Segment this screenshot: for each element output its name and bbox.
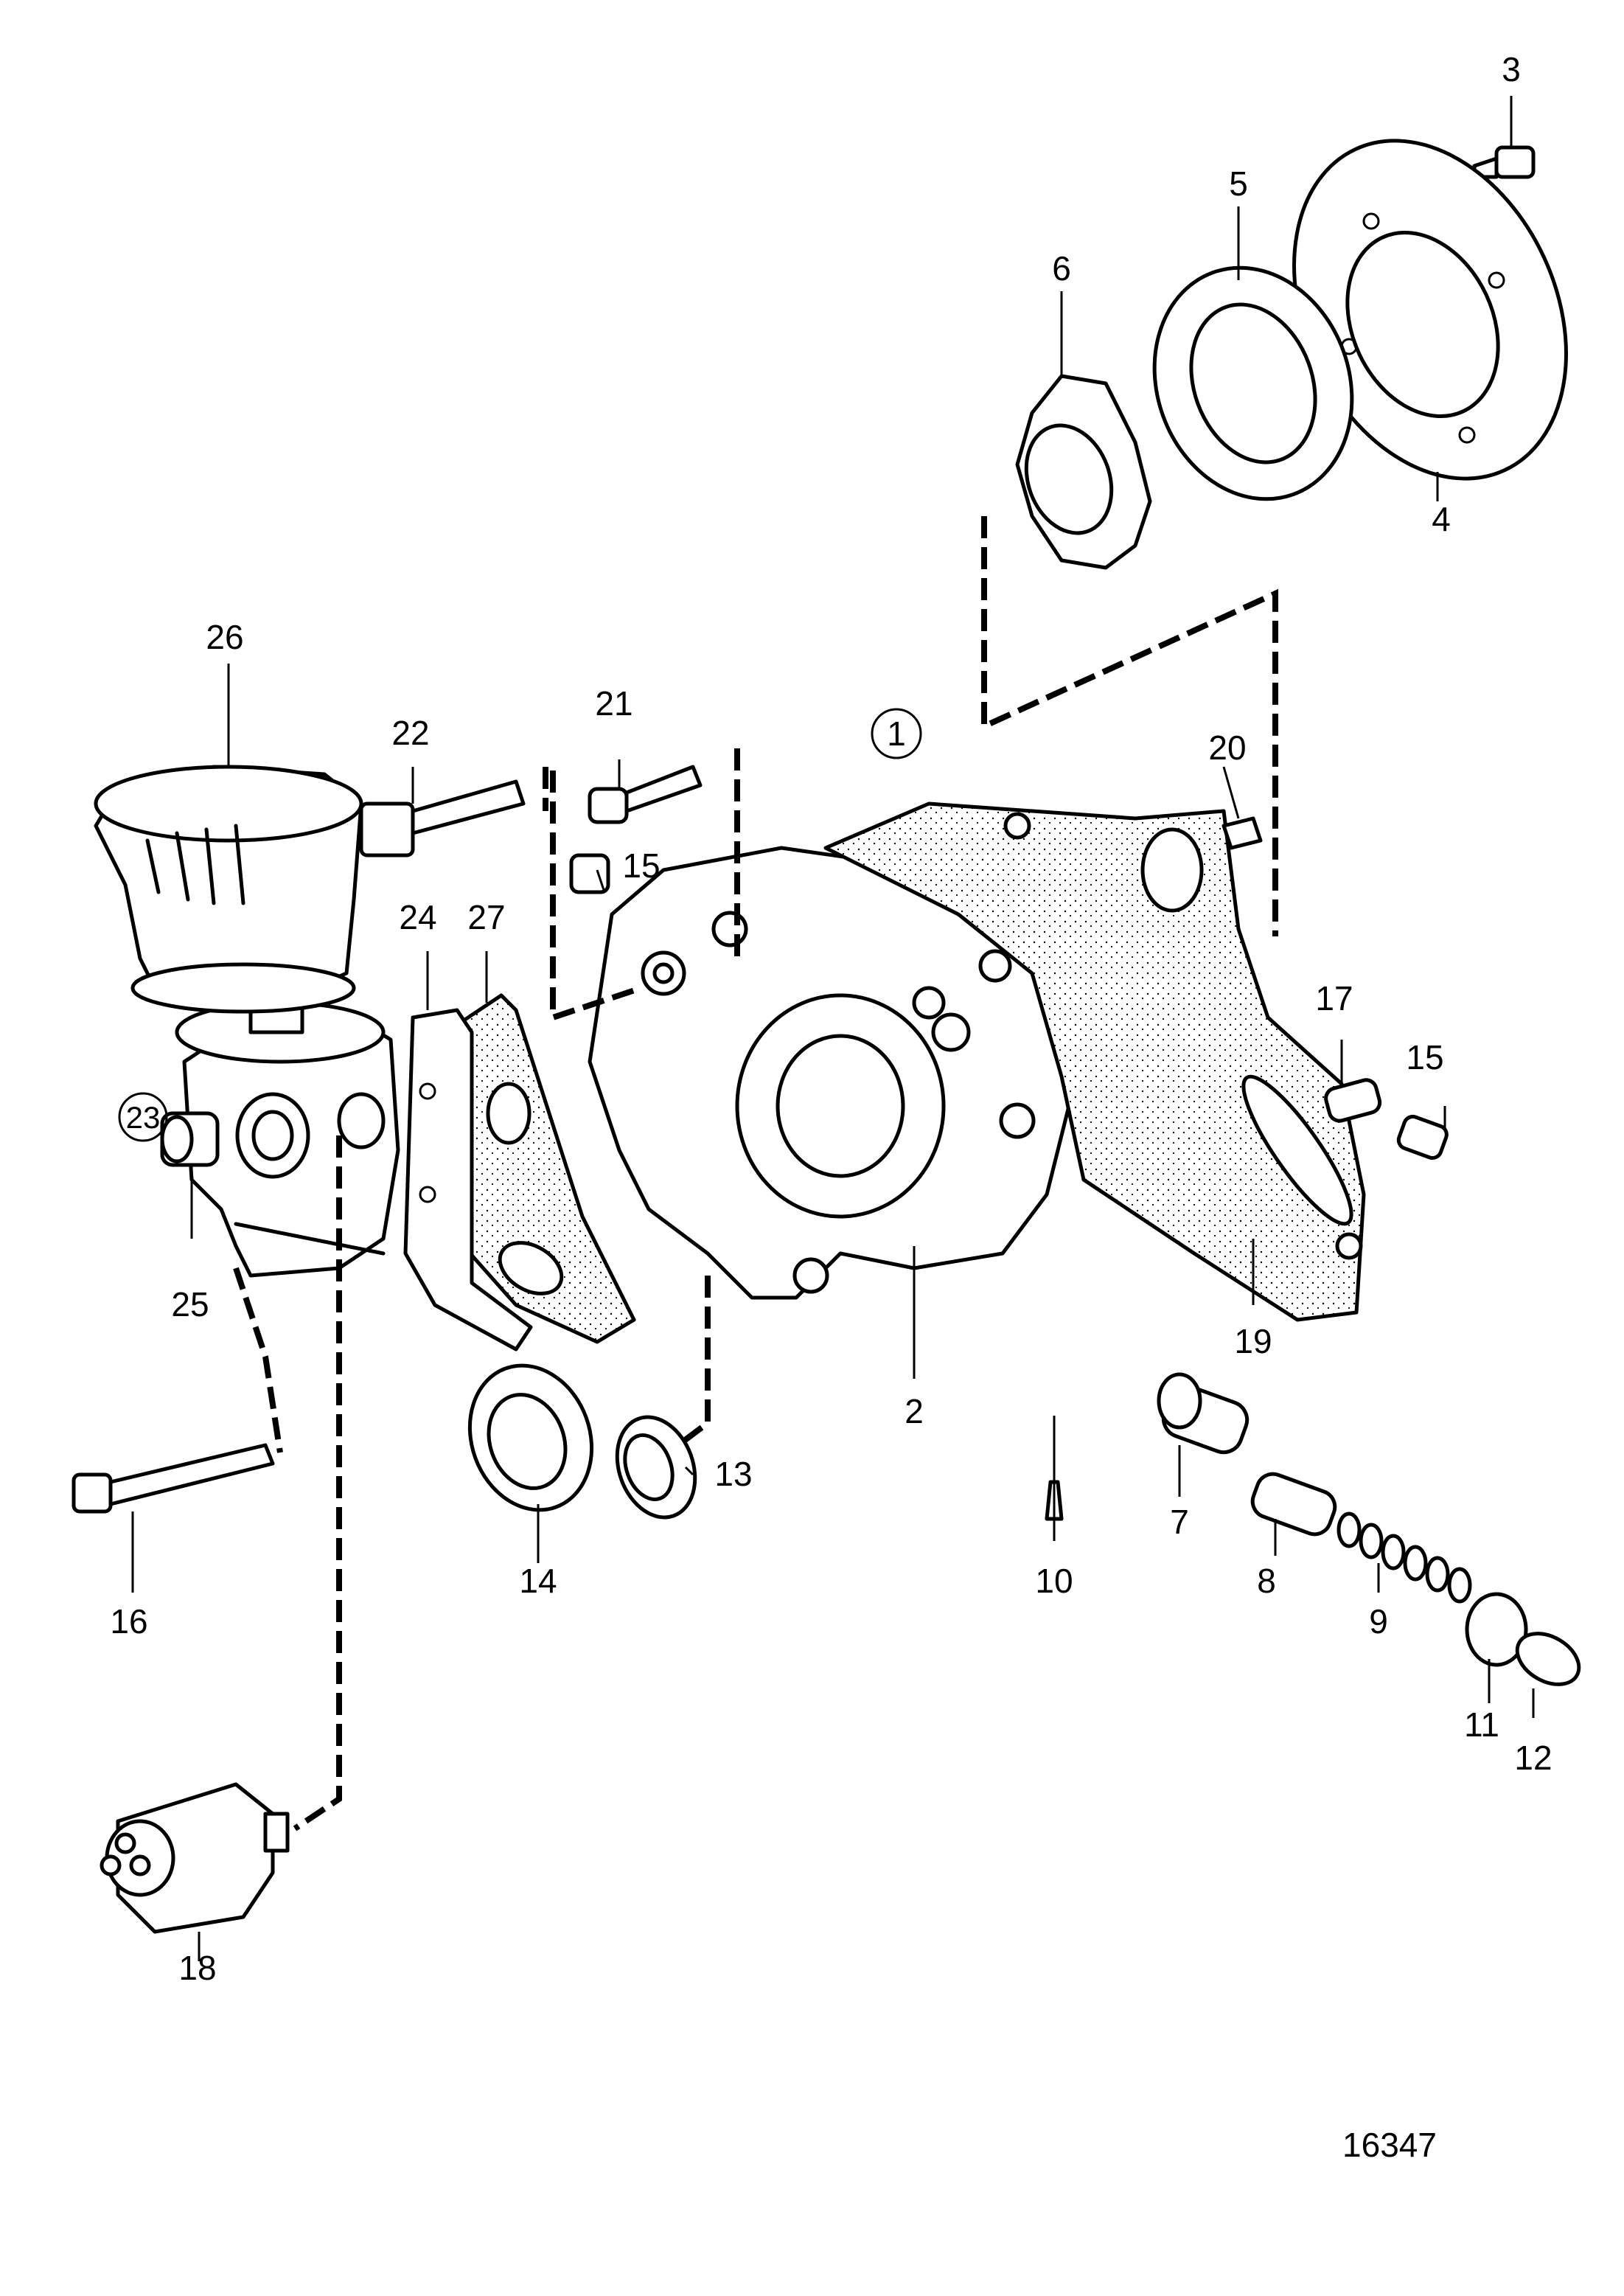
shaft-seal-14 [467, 1363, 594, 1512]
filter-bracket-gasket [455, 993, 636, 1344]
filter-bracket-plate [403, 1008, 533, 1351]
leader-lines [131, 96, 1535, 1961]
sleeve-17 [1324, 1078, 1382, 1123]
callout-4: 4 [1432, 500, 1451, 538]
relief-valve-spring [1337, 1511, 1472, 1604]
callout-23: 23 [126, 1100, 161, 1135]
callout-circle-1 [871, 708, 922, 759]
oil-filter [94, 765, 363, 1014]
callout-27: 27 [467, 898, 505, 936]
callout-6: 6 [1052, 249, 1071, 288]
relief-valve-piston [1250, 1472, 1337, 1537]
bolt-22 [359, 779, 526, 857]
callout-17: 17 [1315, 979, 1353, 1017]
plug-15-right [1396, 1114, 1449, 1160]
callout-10: 10 [1035, 1562, 1073, 1600]
callout-15-right: 15 [1406, 1038, 1443, 1076]
callout-2: 2 [905, 1392, 924, 1430]
callout-12: 12 [1514, 1739, 1552, 1777]
outer-rotor [1152, 265, 1354, 501]
screw-21 [588, 765, 703, 824]
screw-3 [1472, 145, 1536, 179]
callout-1: 1 [887, 714, 906, 753]
callout-26: 26 [206, 618, 243, 656]
assembly-lines [233, 516, 1278, 1831]
callout-3: 3 [1502, 50, 1521, 88]
callout-8: 8 [1257, 1562, 1276, 1600]
callout-15-upper: 15 [622, 846, 660, 885]
callout-13: 13 [714, 1455, 752, 1493]
callout-25: 25 [171, 1285, 209, 1323]
callout-22: 22 [391, 714, 429, 752]
callout-11: 11 [1464, 1705, 1499, 1744]
callout-24: 24 [399, 898, 436, 936]
callout-labels: 1 2 3 4 5 6 7 8 9 10 11 12 13 14 15 15 1… [110, 50, 1552, 1987]
oil-filter-head [175, 986, 400, 1278]
callout-5: 5 [1229, 164, 1248, 203]
oil-pressure-sender [100, 1782, 290, 1934]
sleeve-7 [1157, 1372, 1250, 1455]
callout-16: 16 [110, 1602, 147, 1641]
circlip [1515, 1632, 1581, 1686]
pump-cover [1292, 139, 1568, 481]
callout-circle-23 [118, 1092, 168, 1142]
bolt-16 [72, 1443, 275, 1514]
plug-25 [160, 1111, 220, 1167]
callout-21: 21 [595, 684, 632, 723]
gasket-plate [823, 801, 1366, 1322]
relief-valve-plug [1465, 1592, 1528, 1667]
callout-9: 9 [1369, 1602, 1388, 1641]
callout-18: 18 [178, 1949, 216, 1987]
seal-ring-13 [615, 1415, 697, 1520]
pump-housing [588, 846, 1078, 1300]
plug-15-upper [569, 853, 610, 894]
callout-14: 14 [519, 1562, 557, 1600]
callout-19: 19 [1234, 1322, 1272, 1360]
callout-20: 20 [1208, 728, 1246, 767]
dowel-20 [1222, 816, 1263, 850]
figure-number: 16347 [1342, 2126, 1437, 2164]
inner-rotor [1015, 374, 1152, 570]
callout-7: 7 [1170, 1503, 1189, 1541]
